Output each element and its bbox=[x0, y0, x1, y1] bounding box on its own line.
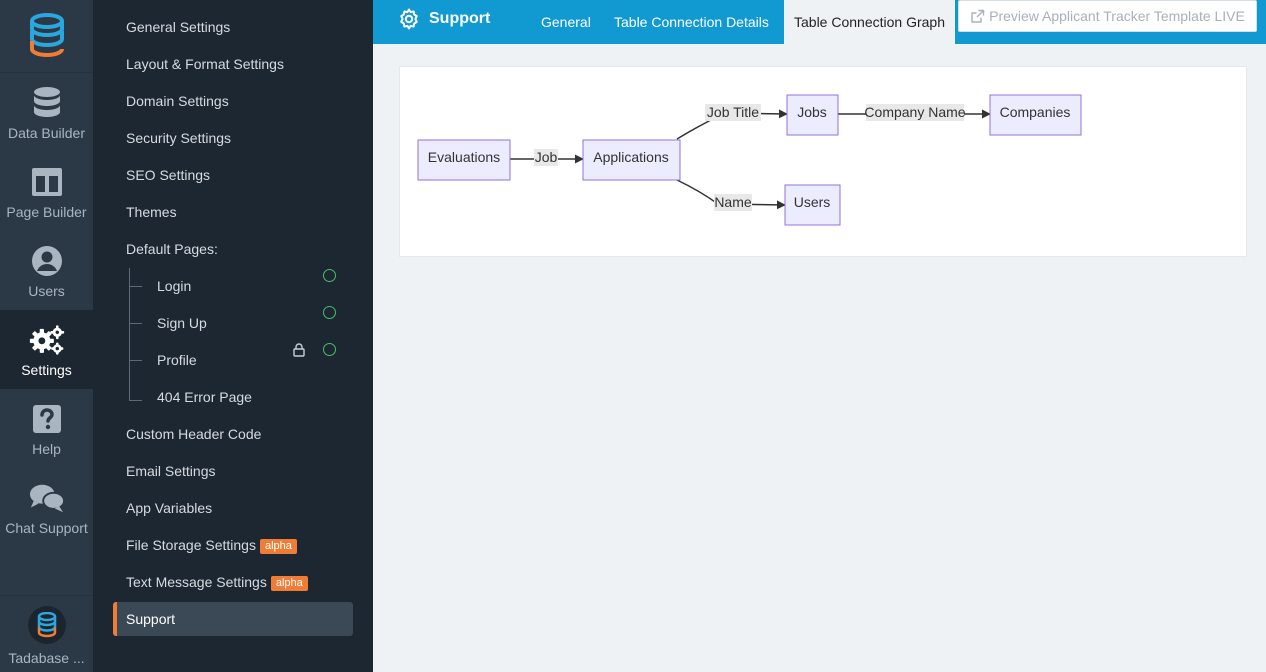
lock-icon bbox=[293, 343, 305, 357]
layout-icon bbox=[31, 167, 62, 196]
rail-settings[interactable]: Settings bbox=[0, 310, 93, 389]
node-users[interactable]: Users bbox=[784, 184, 841, 226]
page-title: Support bbox=[397, 0, 490, 37]
tree-branch bbox=[129, 323, 142, 324]
node-label: Evaluations bbox=[428, 149, 500, 165]
rail-label: Users bbox=[28, 282, 65, 299]
user-icon bbox=[31, 245, 62, 276]
node-jobs[interactable]: Jobs bbox=[786, 94, 839, 136]
tree-branch bbox=[129, 360, 142, 361]
page-title-text: Support bbox=[429, 9, 491, 27]
tab-table-connection-details[interactable]: Table Connection Details bbox=[614, 14, 769, 30]
tadabase-logo[interactable] bbox=[0, 0, 93, 73]
preview-live-button[interactable]: Preview Applicant Tracker Template LIVE bbox=[958, 0, 1257, 32]
menu-general-settings[interactable]: General Settings bbox=[126, 19, 231, 35]
alpha-badge: alpha bbox=[259, 539, 297, 554]
edge-label-name: Name bbox=[714, 194, 752, 211]
menu-404-page[interactable]: 404 Error Page bbox=[157, 389, 252, 405]
app-database-icon bbox=[37, 612, 56, 638]
menu-seo-settings[interactable]: SEO Settings bbox=[126, 167, 211, 183]
settings-menu: General Settings Layout & Format Setting… bbox=[93, 0, 373, 672]
settings-header: Support General Table Connection Details… bbox=[373, 0, 1266, 44]
graph-edges bbox=[510, 109, 991, 210]
menu-domain-settings[interactable]: Domain Settings bbox=[126, 93, 229, 109]
node-label: Companies bbox=[1000, 104, 1071, 120]
menu-app-variables[interactable]: App Variables bbox=[126, 500, 213, 516]
node-companies[interactable]: Companies bbox=[989, 94, 1082, 136]
rail-label: Data Builder bbox=[7, 124, 86, 141]
rail-label: Chat Support bbox=[5, 519, 88, 536]
rail-page-builder[interactable]: Page Builder bbox=[0, 152, 93, 231]
node-evaluations[interactable]: Evaluations bbox=[417, 139, 511, 181]
edge-label-text: Job bbox=[535, 149, 558, 165]
rail-users[interactable]: Users bbox=[0, 231, 93, 310]
node-label: Jobs bbox=[797, 104, 827, 120]
edge-label-company-name: Company Name bbox=[864, 104, 966, 121]
alpha-badge: alpha bbox=[270, 576, 308, 591]
external-link-icon bbox=[971, 9, 985, 23]
table-connection-graph: Job Job Title Company Name Name Evaluati… bbox=[399, 66, 1247, 257]
app-rail: Data Builder Page Builder Users bbox=[0, 0, 93, 672]
graph-canvas: Job Job Title Company Name Name Evaluati… bbox=[417, 94, 1082, 226]
edge-label-text: Job Title bbox=[707, 104, 759, 120]
edge-label-text: Company Name bbox=[864, 104, 965, 120]
tree-branch bbox=[129, 286, 142, 287]
edge-label-text: Name bbox=[714, 194, 752, 210]
edge-label-job: Job bbox=[534, 149, 558, 166]
profile-status-icon bbox=[323, 343, 336, 356]
menu-label: Text Message Settings bbox=[126, 574, 267, 590]
tab-table-connection-graph[interactable]: Table Connection Graph bbox=[784, 0, 955, 44]
gears-icon bbox=[29, 324, 64, 355]
edge-label-job-title: Job Title bbox=[705, 104, 761, 121]
node-label: Applications bbox=[593, 149, 669, 165]
menu-default-pages-heading: Default Pages: bbox=[126, 241, 218, 257]
chat-icon bbox=[29, 484, 65, 512]
rail-chat-support[interactable]: Chat Support bbox=[0, 468, 93, 547]
menu-support[interactable]: Support bbox=[113, 602, 353, 636]
app-avatar bbox=[27, 606, 66, 644]
rail-help[interactable]: Help bbox=[0, 389, 93, 468]
login-status-icon bbox=[323, 269, 336, 282]
menu-login-page[interactable]: Login bbox=[157, 278, 192, 294]
tree-branch bbox=[129, 400, 142, 401]
menu-custom-header-code[interactable]: Custom Header Code bbox=[126, 426, 262, 442]
tree-line bbox=[129, 268, 130, 401]
account-label: Tadabase ... bbox=[8, 650, 85, 666]
menu-security-settings[interactable]: Security Settings bbox=[126, 130, 232, 146]
rail-label: Settings bbox=[21, 361, 72, 378]
rail-label: Page Builder bbox=[6, 203, 87, 220]
menu-signup-page[interactable]: Sign Up bbox=[157, 315, 207, 331]
node-applications[interactable]: Applications bbox=[582, 139, 681, 181]
rail-label: Help bbox=[32, 440, 61, 457]
menu-themes[interactable]: Themes bbox=[126, 204, 177, 220]
menu-profile-page[interactable]: Profile bbox=[157, 352, 197, 368]
menu-layout-format-settings[interactable]: Layout & Format Settings bbox=[126, 56, 284, 72]
menu-label: File Storage Settings bbox=[126, 537, 256, 553]
account-switcher[interactable]: Tadabase ... bbox=[0, 595, 93, 672]
node-label: Users bbox=[794, 194, 831, 210]
question-icon bbox=[32, 404, 61, 433]
preview-label: Preview Applicant Tracker Template LIVE bbox=[989, 8, 1245, 24]
logo-database-icon bbox=[29, 13, 64, 58]
menu-email-settings[interactable]: Email Settings bbox=[126, 463, 216, 479]
tab-general[interactable]: General bbox=[541, 14, 591, 30]
database-icon bbox=[33, 86, 60, 117]
gear-icon bbox=[400, 8, 418, 29]
rail-data-builder[interactable]: Data Builder bbox=[0, 73, 93, 152]
signup-status-icon bbox=[323, 306, 336, 319]
menu-label: Support bbox=[126, 611, 176, 627]
